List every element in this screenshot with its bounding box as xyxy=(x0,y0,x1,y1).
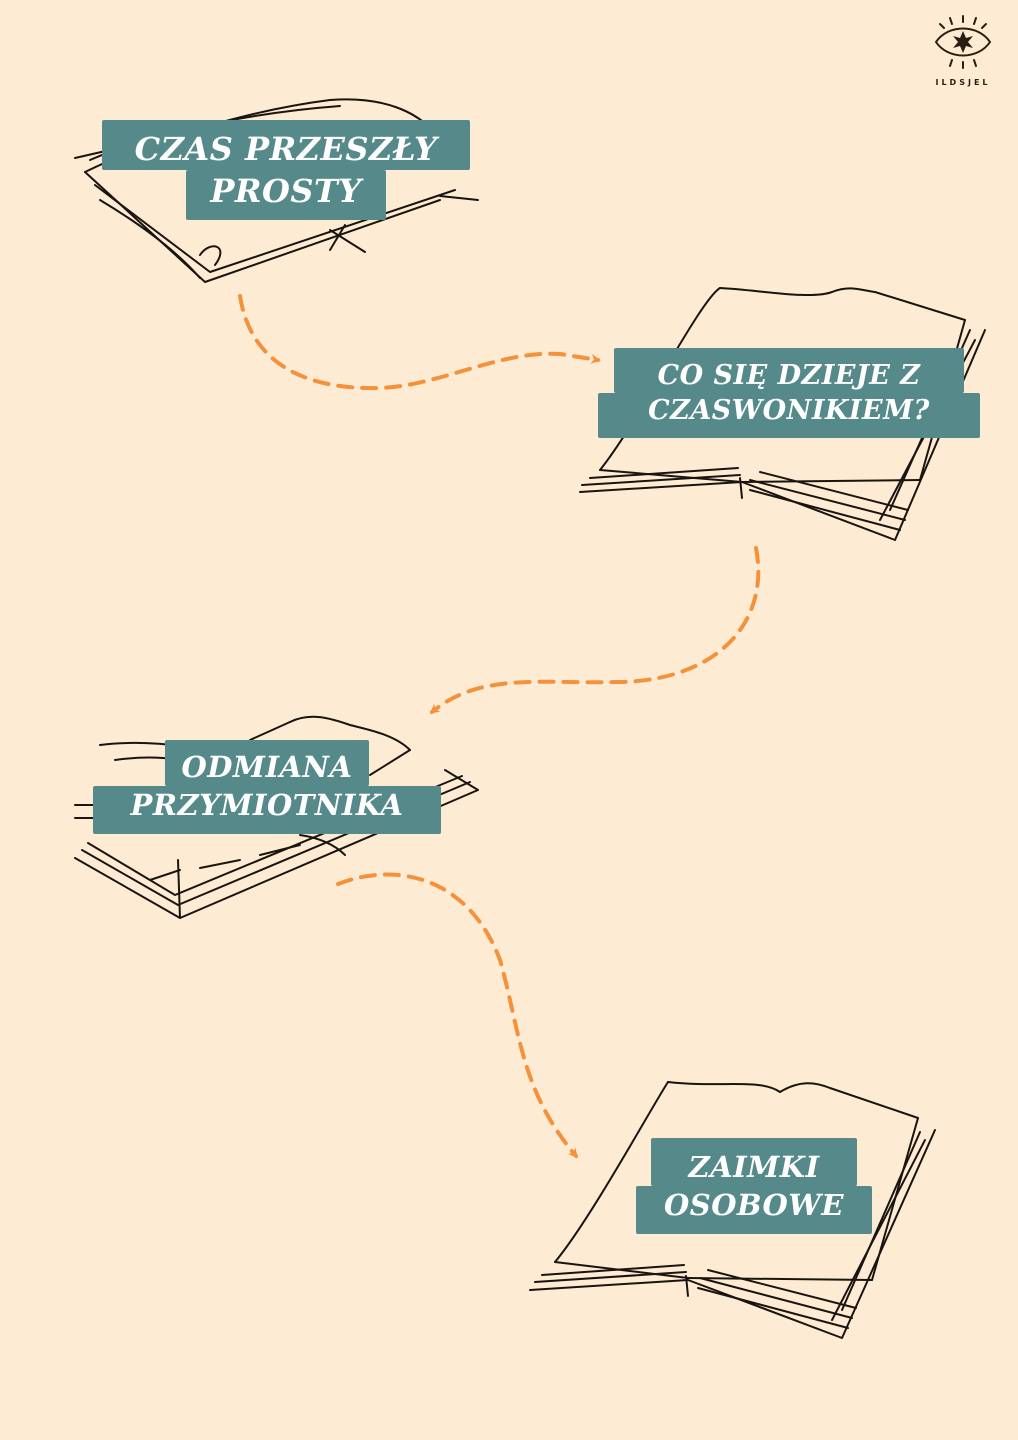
brand-logo-text: ILDSJEL xyxy=(928,78,998,87)
step-label-1: Czas przeszły prosty xyxy=(102,120,470,220)
step-4-line-2: osobowe xyxy=(636,1186,872,1234)
arrow-1-to-2 xyxy=(240,296,598,388)
arrow-2-to-3 xyxy=(432,548,758,712)
step-label-4: Zaimki osobowe xyxy=(636,1138,872,1234)
step-label-2: Co się dzieje z czaswonikiem? xyxy=(598,348,980,438)
step-label-3: Odmiana przymiotnika xyxy=(92,740,442,834)
arrow-3-to-4 xyxy=(338,874,576,1156)
step-3-line-1: Odmiana xyxy=(165,740,369,786)
step-4-line-1: Zaimki xyxy=(651,1138,857,1186)
step-2-line-2: czaswonikiem? xyxy=(598,393,980,438)
brand-logo: ILDSJEL xyxy=(928,12,998,92)
step-3-line-2: przymiotnika xyxy=(93,786,441,834)
step-1-line-2: prosty xyxy=(186,170,386,220)
step-1-line-1: Czas przeszły xyxy=(102,120,470,170)
step-2-line-1: Co się dzieje z xyxy=(614,348,964,393)
eye-star-logo-icon xyxy=(928,12,998,78)
